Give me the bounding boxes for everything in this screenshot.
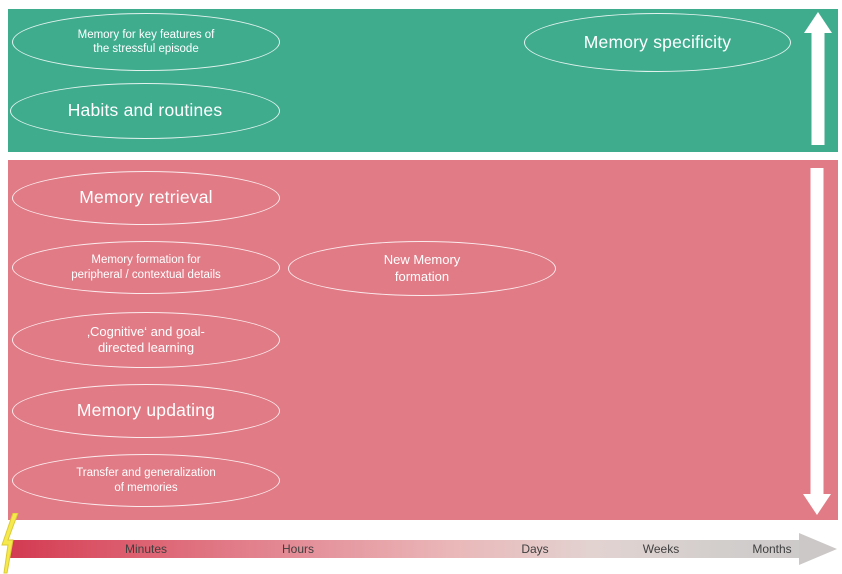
ellipse-memory-updating-label: Memory updating [76,400,216,421]
ellipse-memory-retrieval: Memory retrieval [12,171,280,225]
increase-arrow-icon [804,12,832,149]
ellipse-key-features: Memory for key features of the stressful… [12,13,280,71]
ellipse-transfer-generalization: Transfer and generalization of memories [12,454,280,507]
ellipse-memory-specificity: Memory specificity [524,13,791,72]
ellipse-memory-updating: Memory updating [12,384,280,438]
red-panel: Memory retrieval Memory formation for pe… [8,160,838,520]
time-label-minutes: Minutes [124,542,168,556]
ellipse-transfer-generalization-line1: Transfer and generalization [76,467,216,480]
ellipse-habits-routines: Habits and routines [10,83,280,139]
decrease-arrow-head [803,494,831,515]
time-label-days: Days [521,542,549,556]
increase-arrow-head [804,12,832,33]
time-label-weeks: Weeks [642,542,680,556]
ellipse-cognitive-learning: ‚Cognitive‘ and goal- directed learning [12,312,280,368]
ellipse-cognitive-learning-line2: directed learning [97,340,195,355]
ellipse-new-memory-formation-line2: formation [394,268,450,284]
time-axis-arrow-icon [799,533,837,565]
ellipse-habits-routines-label: Habits and routines [67,100,223,121]
green-panel: Memory for key features of the stressful… [8,9,838,152]
ellipse-peripheral-formation: Memory formation for peripheral / contex… [12,241,280,294]
time-label-hours: Hours [281,542,315,556]
ellipse-new-memory-formation-line1: New Memory [383,252,461,268]
increase-arrow-shaft [811,32,825,145]
decrease-arrow-icon [803,160,831,515]
decrease-arrow-shaft [810,168,824,496]
ellipse-peripheral-formation-line1: Memory formation for [91,254,201,267]
ellipse-transfer-generalization-line2: of memories [114,481,178,494]
stress-lightning-icon [1,513,19,574]
ellipse-key-features-line1: Memory for key features of [77,28,215,41]
ellipse-new-memory-formation: New Memory formation [288,241,556,296]
ellipse-memory-specificity-label: Memory specificity [583,31,732,52]
time-label-months: Months [752,542,792,556]
time-axis-bar: Minutes Hours Days Weeks Months [8,540,800,558]
ellipse-memory-retrieval-label: Memory retrieval [79,187,213,208]
ellipse-key-features-line2: the stressful episode [93,43,199,55]
ellipse-peripheral-formation-line2: peripheral / contextual details [71,268,221,281]
ellipse-cognitive-learning-line1: ‚Cognitive‘ and goal- [87,323,205,339]
